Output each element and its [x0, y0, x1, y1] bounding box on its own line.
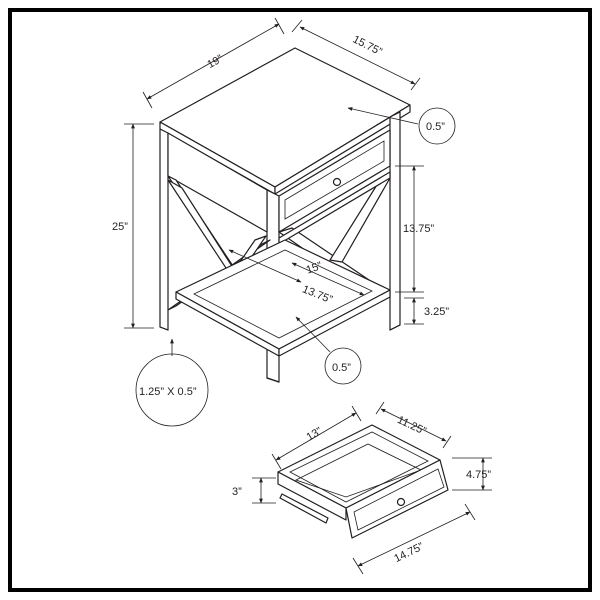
label-drawer-front-width: 14.75”	[392, 540, 426, 565]
drawer-drawing	[277, 424, 449, 539]
leg-back-right	[389, 111, 401, 331]
label-drawer-front-height: 4.75”	[466, 469, 491, 481]
label-shelf-width: 15”	[305, 260, 324, 277]
shelf-thickness-callout	[324, 347, 362, 385]
drawer-box-knob	[396, 497, 406, 507]
label-table-width: 19”	[205, 53, 225, 71]
drawer-dimension-lines	[252, 401, 492, 575]
label-drawer-width: 13”	[304, 425, 324, 444]
table-dimension-lines	[124, 17, 456, 427]
drawer-knob	[332, 177, 342, 187]
end-table-drawing	[159, 47, 411, 383]
label-drawer-depth: 11.25”	[395, 414, 428, 438]
label-leg-size: 1.25” X 0.5”	[139, 386, 197, 398]
leg-front-left	[159, 128, 169, 331]
top-thickness-callout	[418, 107, 456, 145]
label-shelf-thickness: 0.5”	[332, 362, 351, 374]
image-border	[8, 8, 592, 592]
leg-size-callout	[135, 353, 209, 427]
label-top-thickness: 0.5”	[426, 121, 445, 133]
label-table-height: 25”	[112, 221, 128, 233]
label-drawer-section-height: 13.75”	[403, 223, 435, 235]
label-shelf-clearance: 3.25”	[424, 306, 449, 318]
label-drawer-inner-height: 3”	[232, 486, 242, 498]
lower-shelf	[175, 239, 391, 350]
